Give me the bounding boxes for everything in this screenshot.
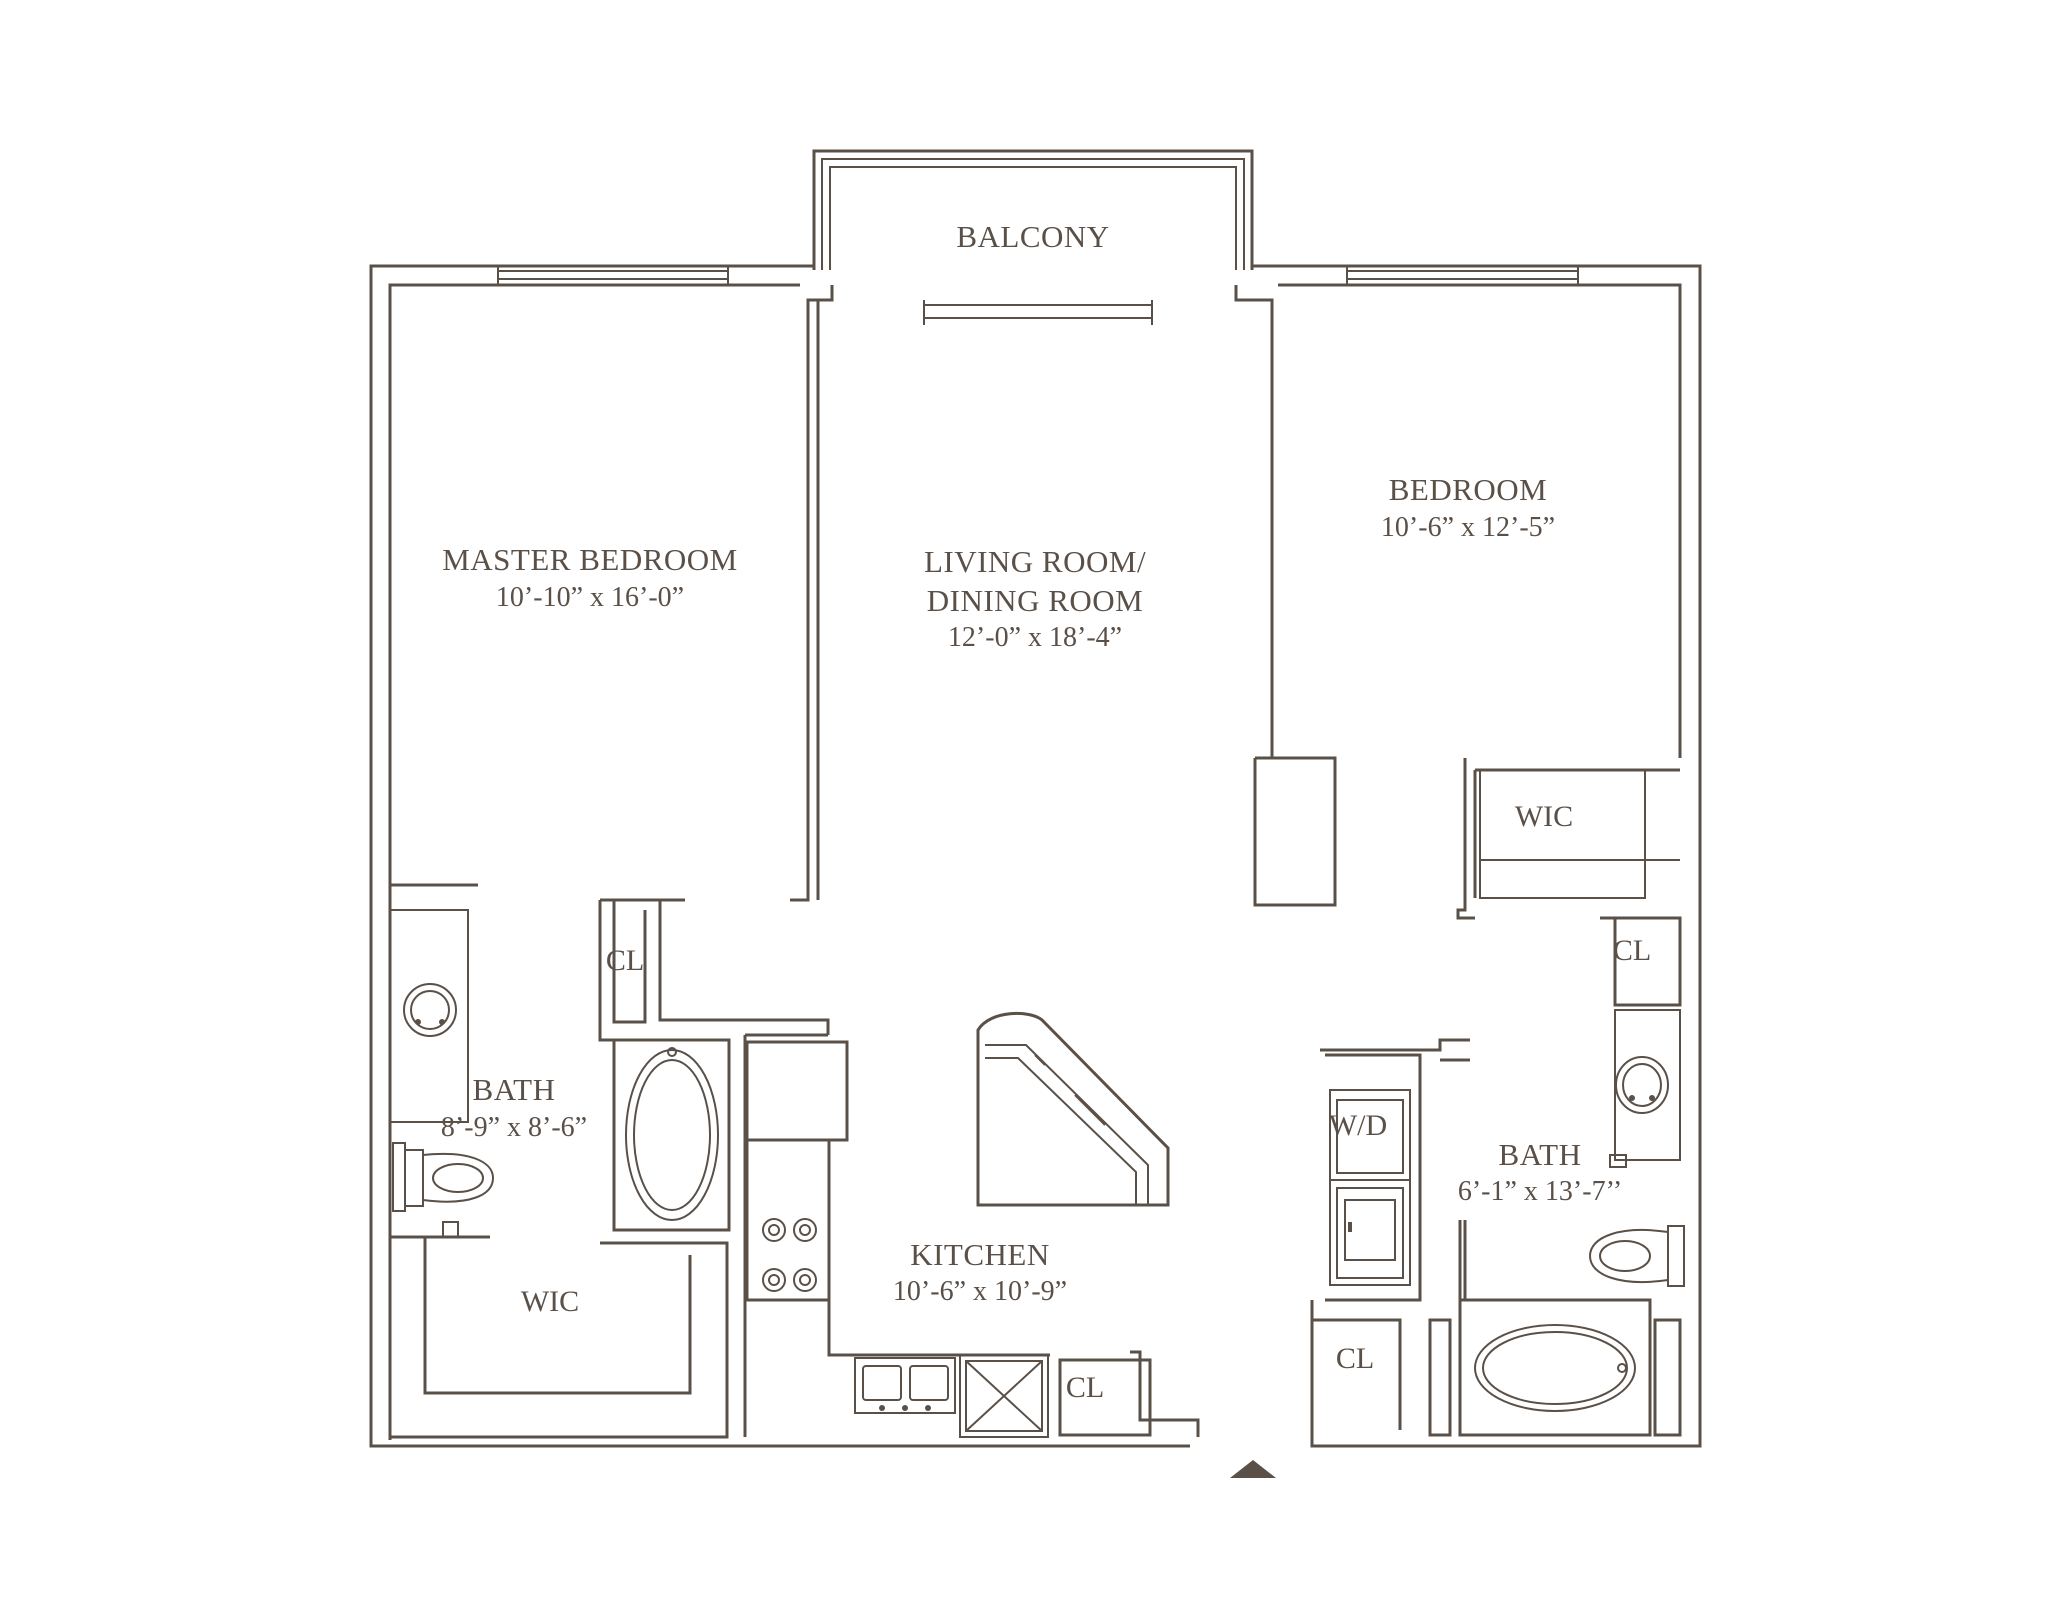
bedroom-cl-label: CL	[1613, 934, 1651, 967]
master-bedroom-label: MASTER BEDROOM	[442, 542, 738, 577]
washer-icon	[1336, 1099, 1404, 1174]
bedroom-label: BEDROOM	[1389, 472, 1548, 507]
bedroom-wic-label: WIC	[1515, 800, 1573, 833]
sofa-icon	[976, 1011, 1170, 1207]
toilet-icon	[392, 1142, 495, 1212]
master-bath-walls	[388, 883, 830, 1440]
dishwasher-icon	[959, 1354, 1049, 1438]
door-jamb	[1458, 1220, 1467, 1300]
sink-icon	[403, 983, 457, 1037]
master-bath-dim: 8’-9” x 8’-6”	[441, 1112, 587, 1143]
laundry-label: W/D	[1329, 1109, 1387, 1142]
master-cl-label: CL	[606, 944, 644, 977]
sink-icon	[1609, 1056, 1669, 1168]
living-columns	[1253, 756, 1337, 907]
bathtub-icon	[625, 1047, 719, 1221]
kitchen-dim: 10’-6” x 10’-9”	[893, 1276, 1067, 1307]
balcony	[812, 149, 1254, 270]
tp-holder	[442, 1221, 459, 1238]
living-room-dim: 12’-0” x 18’-4”	[948, 622, 1122, 653]
bath2-dim: 6’-1” x 13’-7’’	[1458, 1176, 1622, 1207]
bathtub-icon	[1474, 1324, 1636, 1412]
master-wic-label: WIC	[521, 1285, 579, 1318]
entry-arrow-icon	[1230, 1460, 1276, 1478]
master-bedroom-dim: 10’-10” x 16’-0”	[496, 582, 684, 613]
toilet-icon	[1588, 1225, 1685, 1287]
hall-cl-label: CL	[1336, 1342, 1374, 1375]
kitchen-label: KITCHEN	[910, 1237, 1050, 1272]
exterior-walls	[369, 264, 1702, 1448]
dining-room-label: DINING ROOM	[927, 583, 1143, 618]
kitchen-cl-label: CL	[1066, 1371, 1104, 1404]
stove-icon	[762, 1218, 817, 1292]
double-sink-icon	[854, 1357, 956, 1414]
dryer-icon	[1336, 1187, 1404, 1279]
living-room-label: LIVING ROOM/	[924, 544, 1146, 579]
bedroom-walls	[1310, 758, 1682, 1437]
balcony-label: BALCONY	[956, 219, 1109, 254]
master-bath-label: BATH	[473, 1072, 556, 1107]
kitchen-walls	[743, 1033, 1200, 1437]
bath2-label: BATH	[1499, 1137, 1582, 1172]
windows	[497, 266, 1579, 325]
bedroom-dim: 10’-6” x 12’-5”	[1381, 512, 1555, 543]
